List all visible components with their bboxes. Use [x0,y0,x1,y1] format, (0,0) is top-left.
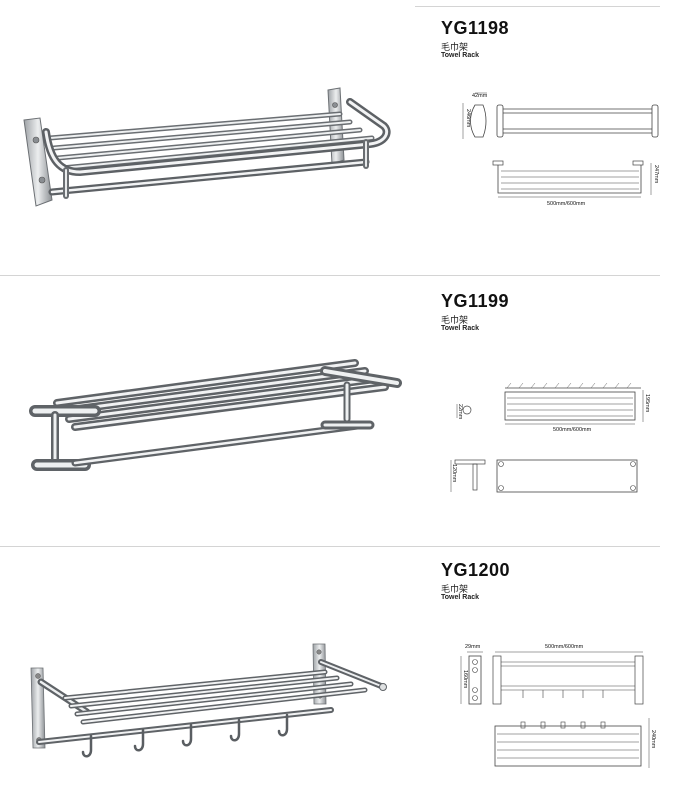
product-name-cn: 毛巾架 [441,43,469,53]
towel-rack-photo-yg1200 [30,643,387,758]
model-number: YG1198 [441,18,510,38]
dim-height: 160mm [462,670,468,689]
product-name-cn: 毛巾架 [441,316,469,326]
dim-depth: 42mm [472,93,488,99]
divider-top [415,6,660,7]
dim-side: 247mm [653,165,659,184]
towel-rack-photo-yg1199 [29,359,402,471]
dim-width: 29mm [465,644,481,650]
divider-2 [0,546,660,547]
divider-1 [0,275,660,276]
towel-rack-photo-yg1198 [23,87,391,207]
model-number: YG1200 [441,560,511,580]
dim-length: 500mm/600mm [547,201,586,207]
product-name-en: Towel Rack [441,325,479,332]
product-name-cn: 毛巾架 [441,585,469,595]
dim-length: 500mm/600mm [553,427,592,433]
dim-depth: 195mm [644,394,650,413]
dim-height: 120mm [451,464,457,483]
product-yg1198: YG1198 毛巾架 Towel Rack 42mm 246mm 500mm/6… [0,0,700,275]
technical-drawing-yg1198: 42mm 246mm 500mm/600mm 247mm [462,92,659,207]
technical-drawing-yg1199: 22mm 500mm/600mm 195mm 120mm [450,382,650,493]
model-number: YG1199 [441,291,510,311]
dim-side: 240mm [650,730,656,749]
dim-bracket: 22mm [457,404,463,420]
dim-height: 246mm [465,109,471,128]
product-name-en: Towel Rack [441,594,479,601]
product-name-en: Towel Rack [441,52,479,59]
dim-length: 500mm/600mm [545,644,584,650]
product-yg1199: YG1199 毛巾架 Towel Rack 22mm 500mm/600mm 1… [0,275,700,546]
technical-drawing-yg1200: 29mm 160mm 500mm/600mm [460,644,656,768]
product-yg1200: YG1200 毛巾架 Towel Rack 29mm 160mm 500mm/6… [0,546,700,790]
